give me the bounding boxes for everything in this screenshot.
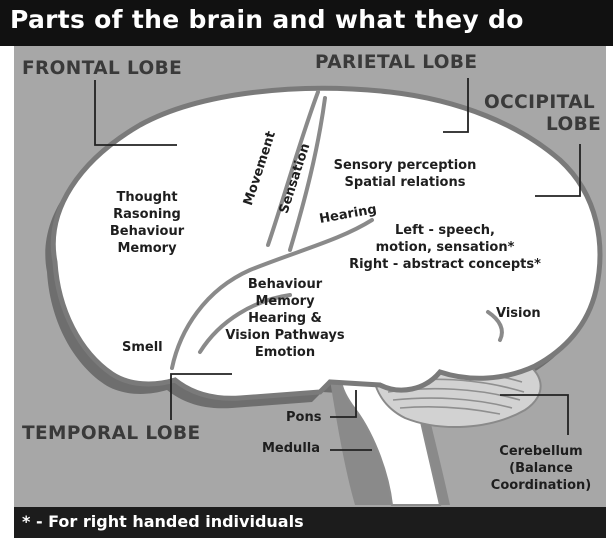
- frontal-function-3: Behaviour: [92, 223, 202, 240]
- temporal-function-4: Vision Pathways: [205, 327, 365, 344]
- smell-label: Smell: [122, 339, 163, 356]
- speech-line-3: Right - abstract concepts*: [320, 256, 570, 273]
- temporal-function-5: Emotion: [205, 344, 365, 361]
- parietal-functions: Sensory perception Spatial relations: [310, 157, 500, 191]
- temporal-function-1: Behaviour: [205, 276, 365, 293]
- frontal-function-1: Thought: [92, 189, 202, 206]
- parietal-lobe-label: PARIETAL LOBE: [315, 52, 477, 73]
- parietal-function-1: Sensory perception: [310, 157, 500, 174]
- speech-line-1: Left - speech,: [320, 222, 570, 239]
- temporal-functions: Behaviour Memory Hearing & Vision Pathwa…: [205, 276, 365, 361]
- pons-label: Pons: [286, 409, 321, 426]
- parietal-function-2: Spatial relations: [310, 174, 500, 191]
- footnote: * - For right handed individuals: [22, 512, 304, 531]
- frontal-functions: Thought Rasoning Behaviour Memory: [92, 189, 202, 257]
- vision-label: Vision: [496, 305, 541, 322]
- speech-line-2: motion, sensation*: [320, 239, 570, 256]
- cerebellum-label: Cerebellum (Balance Coordination): [476, 443, 606, 494]
- temporal-function-2: Memory: [205, 293, 365, 310]
- frontal-lobe-label: FRONTAL LOBE: [22, 58, 182, 79]
- frontal-function-2: Rasoning: [92, 206, 202, 223]
- speech-functions: Left - speech, motion, sensation* Right …: [320, 222, 570, 273]
- temporal-function-3: Hearing &: [205, 310, 365, 327]
- medulla-label: Medulla: [262, 440, 320, 457]
- temporal-lobe-label: TEMPORAL LOBE: [22, 423, 201, 444]
- occipital-lobe-label-line2: LOBE: [546, 114, 601, 135]
- cerebellum-line-3: Coordination): [476, 477, 606, 494]
- cerebellum-line-1: Cerebellum: [476, 443, 606, 460]
- occipital-lobe-label-line1: OCCIPITAL: [484, 92, 595, 113]
- frontal-function-4: Memory: [92, 240, 202, 257]
- cerebellum-line-2: (Balance: [476, 460, 606, 477]
